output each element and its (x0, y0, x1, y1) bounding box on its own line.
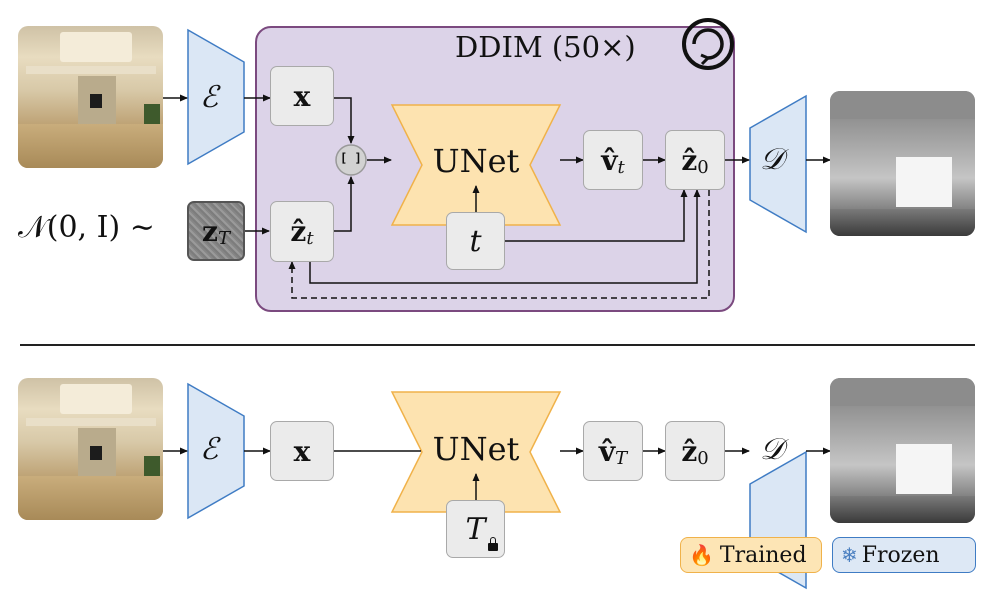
top-output-depth-image (830, 91, 975, 236)
top-unet-label: UNet (432, 142, 520, 180)
top-input-image (18, 26, 163, 168)
top-z0-hat-sub: 0 (697, 156, 709, 178)
snowflake-icon: ❄ (841, 543, 858, 567)
bottom-T-box: T (446, 500, 505, 558)
top-decoder-label: 𝒟 (760, 142, 784, 177)
top-zt-hat-label: ẑ (290, 215, 307, 248)
bottom-unet-shape (390, 391, 562, 513)
top-zt-hat-sub: t (306, 228, 314, 249)
top-x-box: x (270, 66, 334, 126)
legend-frozen-label: Frozen (861, 542, 940, 568)
bottom-output-depth-image (830, 378, 975, 523)
loop-icon (682, 18, 734, 70)
lock-icon (488, 537, 498, 551)
bottom-x-box: x (270, 421, 334, 481)
legend-trained: 🔥 Trained (680, 537, 822, 573)
top-v-hat-sub: t (617, 156, 625, 178)
legend-trained-label: Trained (719, 542, 807, 568)
concat-node (335, 144, 367, 176)
section-divider (20, 344, 975, 346)
top-zT-sub: T (217, 227, 230, 249)
bottom-T-label: T (465, 511, 486, 547)
bottom-decoder-label: 𝒟 (760, 432, 784, 467)
concat-symbol: [ ] (340, 151, 362, 165)
bottom-input-image (18, 378, 163, 520)
top-x-label: x (293, 79, 311, 113)
top-decoder-shape (749, 94, 807, 234)
top-v-hat-box: v̂t (583, 130, 643, 190)
flame-icon: 🔥 (689, 543, 714, 567)
top-t-label: t (469, 223, 482, 259)
top-z0-hat-label: ẑ (681, 143, 698, 177)
bottom-encoder-label: ℰ (200, 432, 219, 467)
bottom-v-hat-sub: T (615, 447, 628, 469)
bottom-unet-label: UNet (432, 430, 520, 468)
noise-distribution: 𝒩(0, I) ∼ (18, 210, 155, 245)
ddim-loop-title: DDIM (50×) (455, 30, 636, 64)
top-zT-label: z (202, 214, 218, 248)
bottom-z0-hat-label: ẑ (681, 434, 698, 468)
top-v-hat-label: v̂ (601, 143, 618, 177)
top-t-box: t (446, 212, 505, 270)
top-encoder-label: ℰ (200, 80, 219, 115)
bottom-v-hat-label: v̂ (598, 434, 616, 468)
bottom-v-hat-box: v̂T (583, 421, 643, 481)
bottom-x-label: x (293, 434, 311, 468)
bottom-z0-hat-sub: 0 (697, 447, 709, 469)
top-encoder-shape (187, 28, 245, 166)
bottom-encoder-shape (187, 382, 245, 520)
top-unet-shape (390, 104, 562, 226)
legend-frozen: ❄ Frozen (832, 537, 976, 573)
